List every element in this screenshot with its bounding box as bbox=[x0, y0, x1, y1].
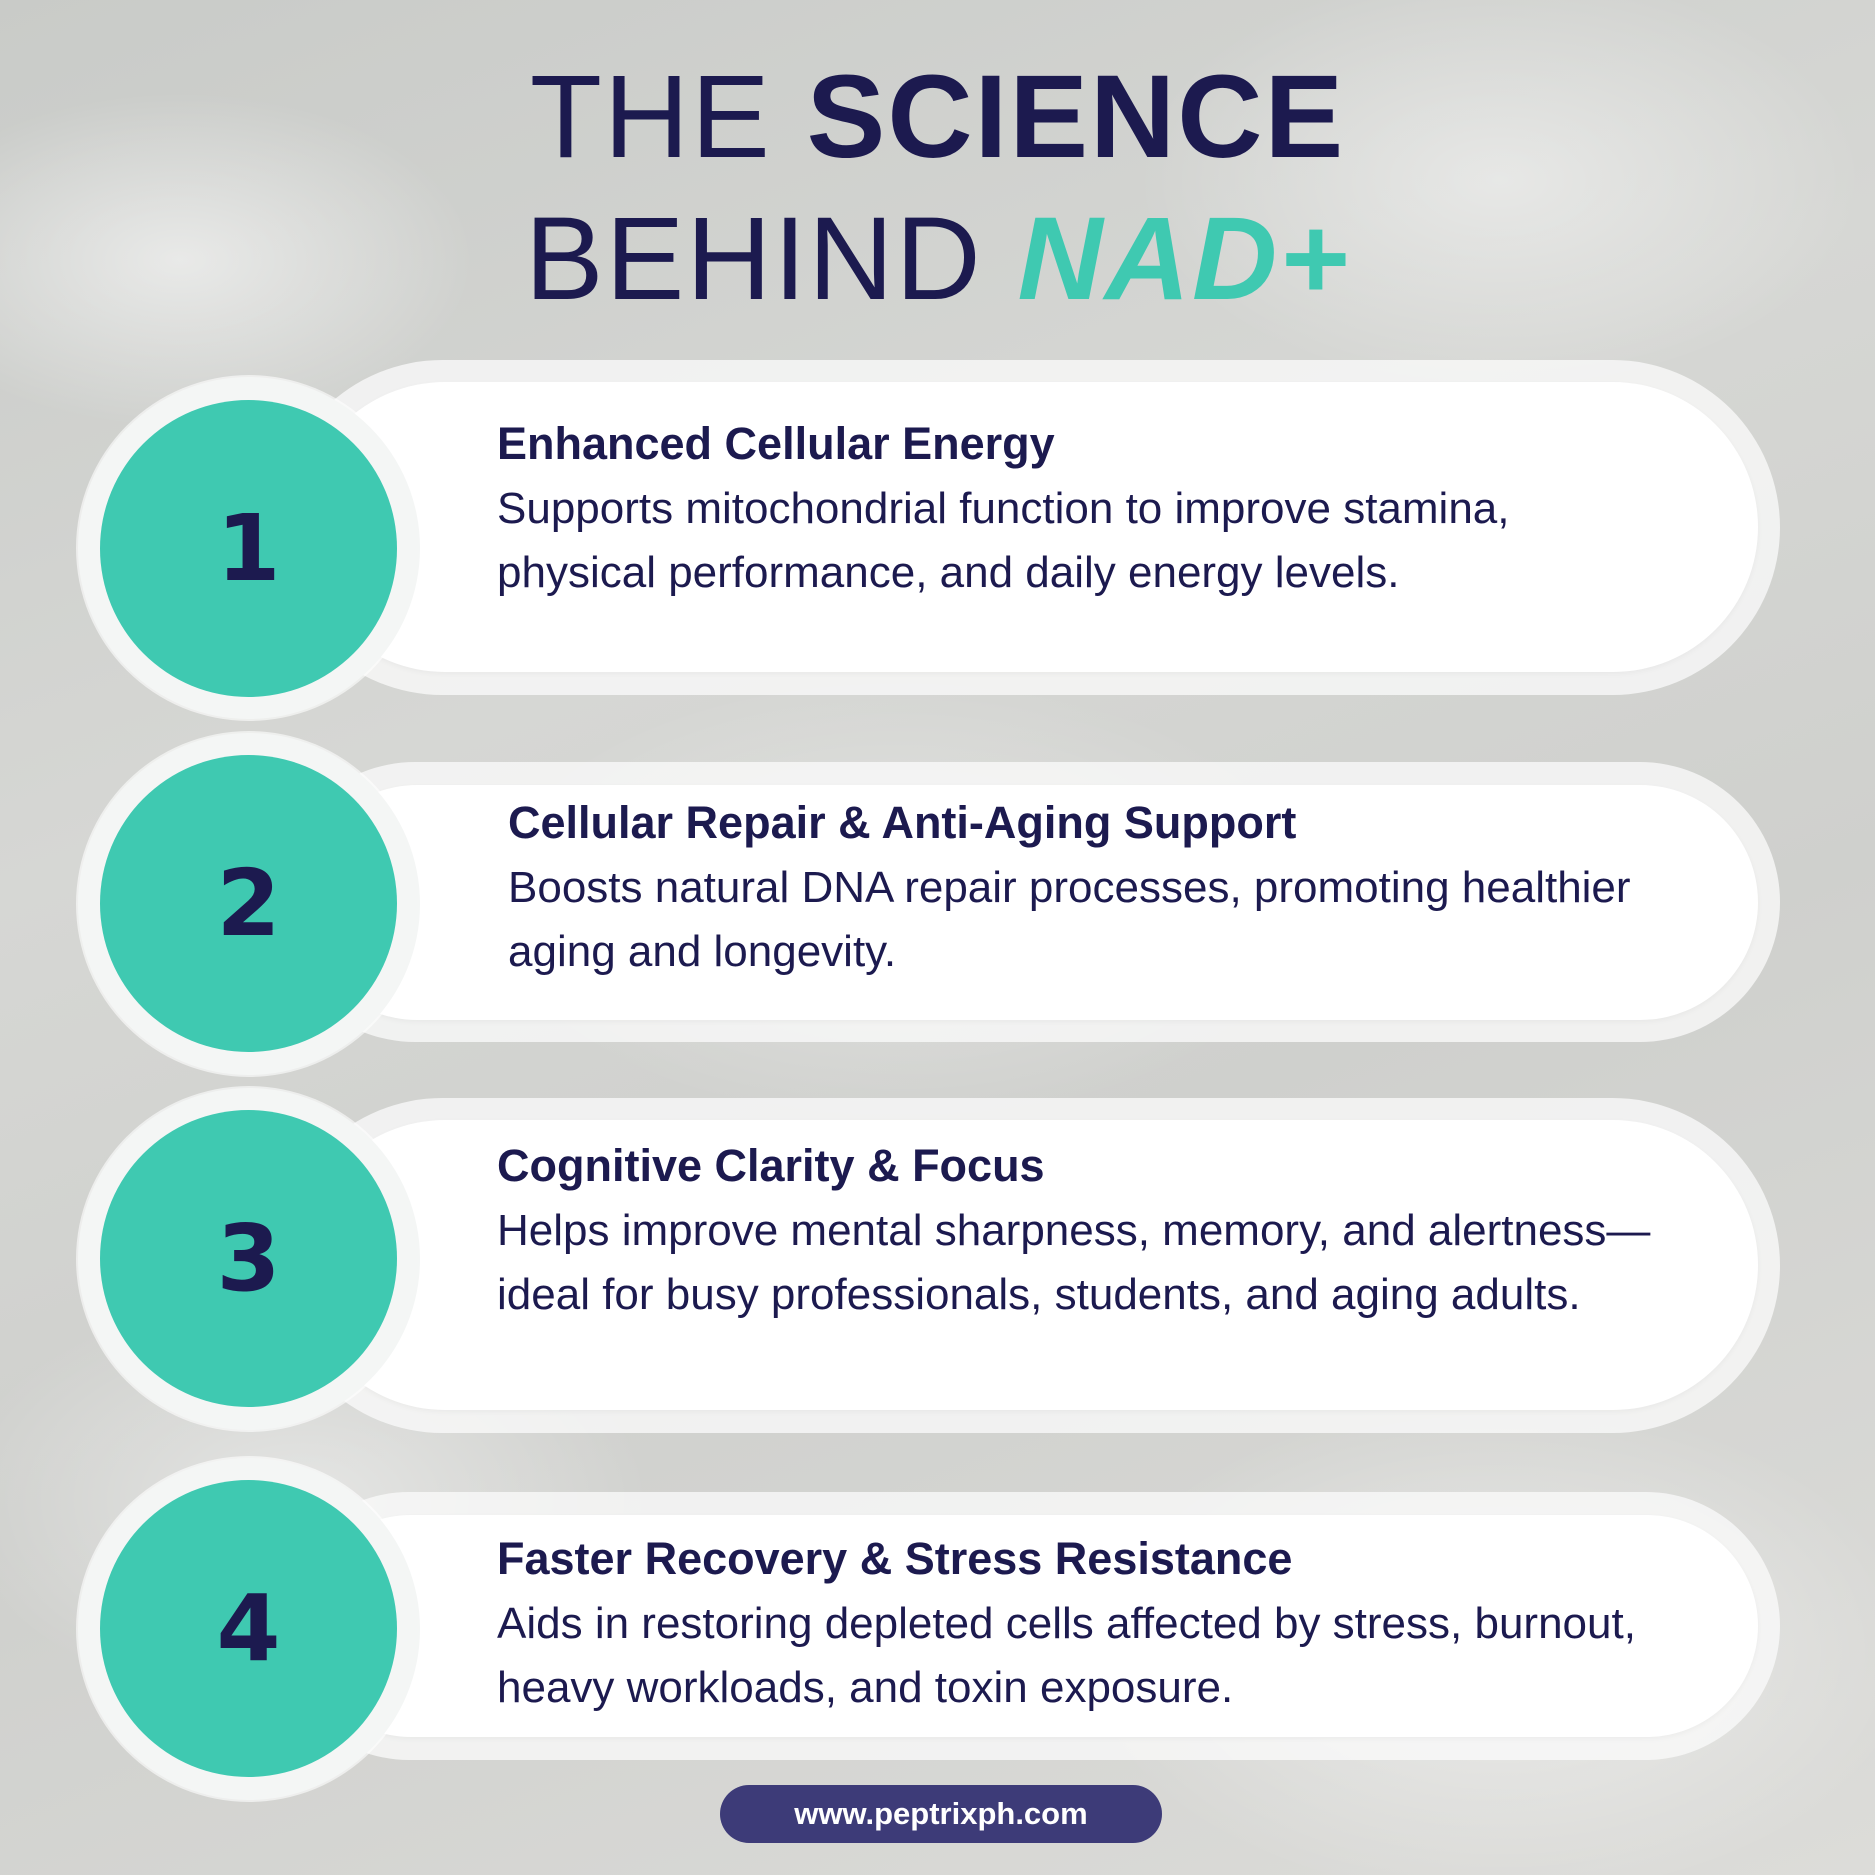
benefit-card-1-panel bbox=[300, 382, 1758, 672]
benefit-card-4-number: 4 bbox=[216, 1574, 281, 1682]
website-url[interactable]: www.peptrixph.com bbox=[794, 1796, 1088, 1831]
benefit-card-1-badge: 1 bbox=[100, 400, 397, 697]
benefit-card-3-title: Cognitive Clarity & Focus bbox=[497, 1140, 1045, 1191]
benefit-card-2-title: Cellular Repair & Anti-Aging Support bbox=[508, 797, 1297, 848]
benefit-card-4-badge: 4 bbox=[100, 1480, 397, 1777]
title-word-nad: NAD+ bbox=[1017, 193, 1351, 325]
benefit-card-3-number: 3 bbox=[216, 1204, 281, 1312]
benefit-card-3-badge: 3 bbox=[100, 1110, 397, 1407]
title-word-science: SCIENCE bbox=[806, 51, 1346, 183]
benefit-card-1-title: Enhanced Cellular Energy bbox=[497, 418, 1055, 469]
benefit-card-4-description: Aids in restoring depleted cells affecte… bbox=[497, 1599, 1636, 1712]
title-word-the: THE bbox=[529, 51, 772, 183]
benefit-card-2-badge: 2 bbox=[100, 755, 397, 1052]
benefit-card-1-number: 1 bbox=[216, 494, 281, 602]
benefit-card-1-description: Supports mitochondrial function to impro… bbox=[497, 484, 1510, 597]
benefit-card-4-panel bbox=[300, 1515, 1758, 1737]
benefit-card-2-panel bbox=[300, 785, 1758, 1020]
website-url-badge[interactable]: www.peptrixph.com bbox=[720, 1785, 1162, 1843]
benefit-card-3-panel bbox=[300, 1120, 1758, 1410]
benefit-card-2-number: 2 bbox=[216, 849, 281, 957]
benefit-card-2-description: Boosts natural DNA repair processes, pro… bbox=[508, 863, 1631, 976]
title-line-2: BEHIND NAD+ bbox=[0, 200, 1875, 318]
benefit-card-4-title: Faster Recovery & Stress Resistance bbox=[497, 1533, 1293, 1584]
title-line-1: THE SCIENCE bbox=[0, 58, 1875, 176]
title-word-behind: BEHIND bbox=[524, 193, 983, 325]
benefit-card-3-description: Helps improve mental sharpness, memory, … bbox=[497, 1206, 1651, 1319]
